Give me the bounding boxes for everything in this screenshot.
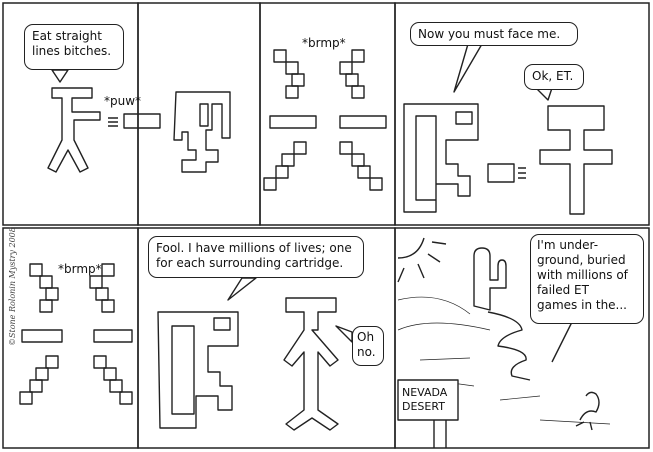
explosion-pixels bbox=[263, 49, 387, 191]
nevada-desert-sign: NEVADA DESERT bbox=[402, 386, 448, 413]
sfx-puw: *puw* bbox=[104, 94, 142, 108]
bubble-tail bbox=[551, 321, 573, 363]
et-figure bbox=[157, 311, 239, 429]
motion-lines bbox=[108, 117, 118, 127]
bubble-tail bbox=[453, 43, 483, 93]
hero-figure bbox=[539, 105, 613, 215]
motion-lines bbox=[518, 167, 526, 179]
panel-border bbox=[2, 227, 139, 449]
speech-bubble-et: Now you must face me. bbox=[410, 22, 578, 46]
dirt-swirl bbox=[487, 311, 531, 381]
sfx-brmp: *brmp* bbox=[58, 262, 102, 276]
et-figure bbox=[403, 103, 479, 213]
scorpion bbox=[575, 391, 600, 431]
artist-signature: ©Stone Rolonin Mystry 2008 bbox=[8, 227, 17, 346]
laser-bar bbox=[123, 113, 161, 129]
et-figure bbox=[173, 91, 231, 173]
bubble-tail bbox=[227, 277, 257, 301]
bubble-tail bbox=[51, 69, 69, 83]
explosion-pixels bbox=[19, 263, 133, 405]
hero-figure bbox=[283, 297, 339, 431]
panel-border bbox=[394, 227, 650, 449]
cactus bbox=[473, 247, 507, 311]
speech-bubble-hero: Ok, ET. bbox=[524, 64, 584, 90]
signpost bbox=[433, 420, 447, 448]
speech-bubble-narration: I'm under- ground, buried with millions … bbox=[530, 234, 644, 324]
speech-bubble-hero: Oh no. bbox=[352, 326, 384, 366]
sun bbox=[397, 237, 425, 259]
speech-bubble-hero: Eat straight lines bitches. bbox=[24, 24, 124, 70]
bubble-tail bbox=[335, 325, 353, 343]
sun-rays bbox=[397, 241, 447, 283]
sfx-brmp: *brmp* bbox=[302, 36, 346, 50]
panel-border bbox=[394, 2, 650, 226]
speech-bubble-et: Fool. I have millions of lives; one for … bbox=[148, 236, 364, 278]
laser-bar bbox=[487, 163, 515, 183]
hero-figure bbox=[47, 87, 101, 173]
sign-board bbox=[397, 379, 459, 421]
